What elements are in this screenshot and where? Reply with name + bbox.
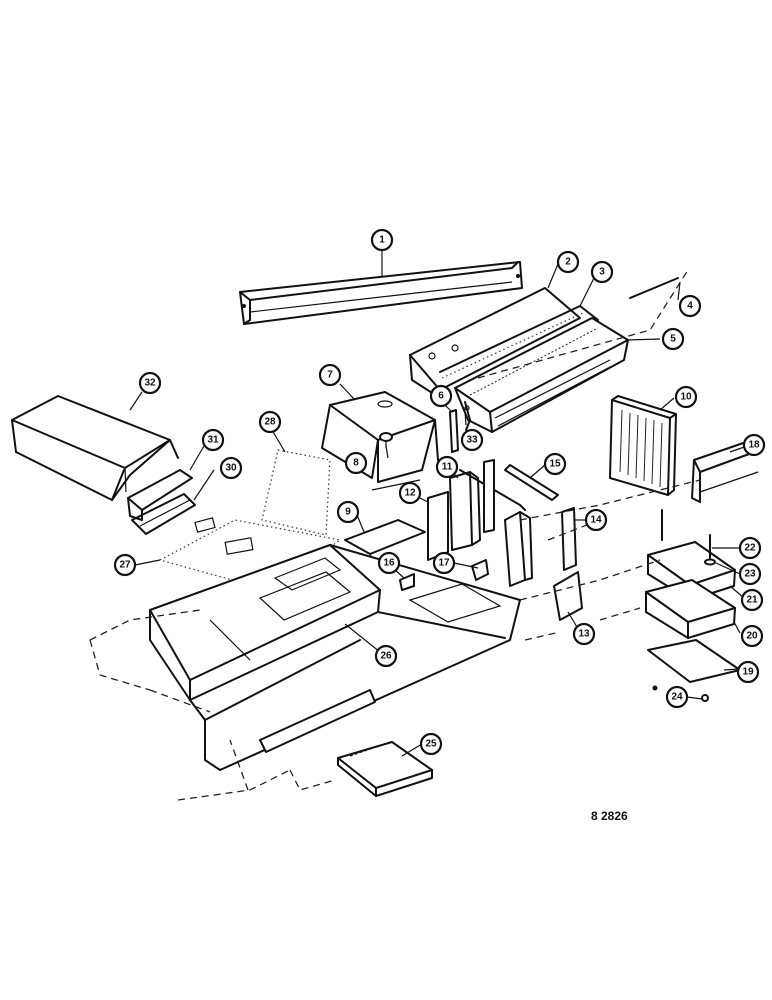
callout-3: 3	[590, 260, 614, 284]
callout-13-label: 13	[578, 629, 590, 640]
part-20-block	[645, 579, 736, 639]
callout-9-label: 9	[345, 507, 351, 518]
part-14-post	[561, 507, 577, 571]
callout-12-label: 12	[404, 488, 416, 499]
part-15-bar	[504, 464, 559, 501]
callout-15: 15	[543, 452, 567, 476]
part-7-seat-cover	[321, 391, 439, 491]
callout-11-label: 11	[442, 462, 453, 473]
callout-5: 5	[661, 327, 685, 351]
part-16-clamp	[399, 573, 415, 591]
callout-5-label: 5	[670, 334, 676, 345]
leader-lines	[129, 250, 751, 757]
part-5-hood-lower	[454, 317, 629, 433]
callout-2: 2	[556, 250, 580, 274]
callout-22-label: 22	[744, 543, 756, 554]
part-23-washer	[704, 558, 716, 566]
callout-13: 13	[572, 622, 596, 646]
callout-20-label: 20	[746, 631, 758, 642]
part-10-grille	[609, 395, 677, 496]
part-26-chassis	[149, 544, 521, 771]
callout-18: 18	[742, 433, 766, 457]
callout-24: 24	[665, 685, 689, 709]
callout-8: 8	[344, 451, 368, 475]
callout-27-label: 27	[119, 560, 131, 571]
callout-32-label: 32	[144, 378, 156, 389]
callout-19: 19	[736, 660, 760, 684]
part-17-bracket	[471, 559, 489, 581]
callout-28-label: 28	[264, 417, 276, 428]
callout-30-label: 30	[225, 463, 237, 474]
callout-19-label: 19	[742, 667, 754, 678]
part-6-pin	[449, 409, 459, 453]
part-32-side-cover	[11, 395, 179, 501]
callout-28: 28	[258, 410, 282, 434]
part-19-shim	[647, 639, 741, 683]
part-27-floor-plate	[158, 517, 342, 591]
callout-30: 30	[219, 456, 243, 480]
part-33-clip	[464, 401, 471, 431]
callout-1-label: 1	[379, 235, 385, 246]
callout-25: 25	[419, 732, 443, 756]
callout-17: 17	[432, 551, 456, 575]
callout-2-label: 2	[565, 257, 571, 268]
callout-21-label: 21	[746, 595, 758, 606]
callout-10-label: 10	[680, 392, 692, 403]
callout-20: 20	[740, 624, 764, 648]
callout-11: 11	[435, 455, 459, 479]
callout-26-label: 26	[380, 651, 392, 662]
part-13-gusset	[553, 571, 583, 621]
callout-21: 21	[740, 588, 764, 612]
callout-31: 31	[201, 428, 225, 452]
part-12-panel	[427, 491, 449, 561]
part-1-cross-beam	[239, 261, 523, 325]
tractor-body-outline	[89, 269, 701, 801]
part-22-bolt	[661, 509, 711, 559]
callout-32: 32	[138, 371, 162, 395]
callout-1: 1	[370, 228, 394, 252]
callout-33-label: 33	[466, 435, 478, 446]
callout-3-label: 3	[599, 267, 605, 278]
callout-15-label: 15	[549, 459, 561, 470]
drawing-number: 8 2826	[591, 809, 628, 823]
callout-23: 23	[738, 562, 762, 586]
callout-16: 16	[377, 551, 401, 575]
part-25-step	[337, 741, 433, 797]
callout-31-label: 31	[207, 435, 219, 446]
callout-4: 4	[678, 294, 702, 318]
callout-14-label: 14	[590, 515, 602, 526]
callout-12: 12	[398, 481, 422, 505]
callout-23-label: 23	[744, 569, 756, 580]
callout-10: 10	[674, 385, 698, 409]
callout-4-label: 4	[687, 301, 693, 312]
callout-14: 14	[584, 508, 608, 532]
part-8-knob	[379, 432, 393, 448]
callout-22: 22	[738, 536, 762, 560]
callout-17-label: 17	[438, 558, 450, 569]
part-24-nut	[652, 685, 709, 702]
callout-25-label: 25	[425, 739, 437, 750]
callout-7: 7	[318, 363, 342, 387]
callout-6-label: 6	[438, 391, 444, 402]
callout-9: 9	[336, 500, 360, 524]
callout-26: 26	[374, 644, 398, 668]
callout-24-label: 24	[671, 692, 683, 703]
part-support-frame	[483, 459, 533, 587]
callout-8-label: 8	[353, 458, 359, 469]
callout-27: 27	[113, 553, 137, 577]
callout-16-label: 16	[383, 558, 395, 569]
callout-18-label: 18	[748, 440, 760, 451]
callout-7-label: 7	[327, 370, 333, 381]
part-30-plate	[131, 493, 196, 535]
part-11-column	[449, 469, 526, 551]
part-4-rod	[629, 277, 679, 299]
callout-6: 6	[429, 384, 453, 408]
callout-33: 33	[460, 428, 484, 452]
part-28-mat	[261, 449, 331, 536]
